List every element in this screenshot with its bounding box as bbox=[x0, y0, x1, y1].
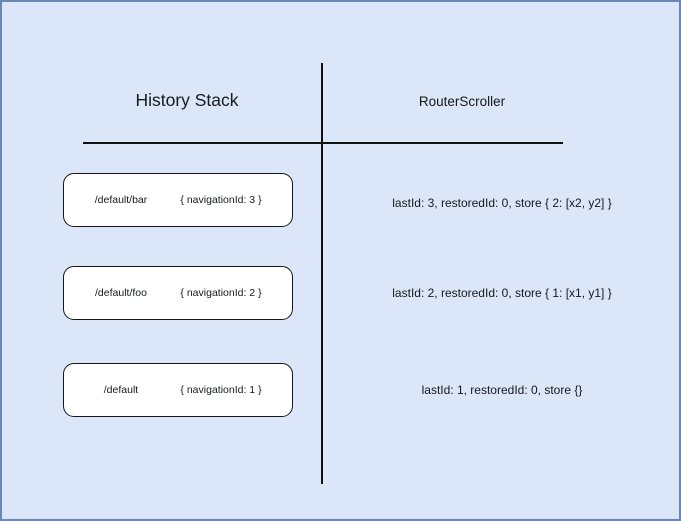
column-divider bbox=[321, 63, 323, 484]
history-stack-entry: /default { navigationId: 1 } bbox=[63, 363, 293, 417]
router-scroller-state: lastId: 3, restoredId: 0, store { 2: [x2… bbox=[392, 196, 612, 210]
router-scroller-heading: RouterScroller bbox=[418, 94, 506, 109]
history-stack-route: /default bbox=[103, 384, 139, 396]
history-stack-route: /default/bar bbox=[94, 194, 148, 206]
router-scroller-state: lastId: 2, restoredId: 0, store { 1: [x1… bbox=[392, 286, 612, 300]
header-underline bbox=[83, 142, 563, 144]
history-stack-entry-content: /default { navigationId: 1 } bbox=[64, 384, 292, 396]
history-stack-heading: History Stack bbox=[135, 90, 239, 110]
history-stack-entry: /default/bar { navigationId: 3 } bbox=[63, 173, 293, 227]
history-stack-navigation-id: { navigationId: 2 } bbox=[180, 287, 262, 299]
history-stack-navigation-id: { navigationId: 1 } bbox=[180, 384, 262, 396]
history-stack-navigation-id: { navigationId: 3 } bbox=[180, 194, 262, 206]
history-stack-route: /default/foo bbox=[95, 287, 147, 299]
router-scroller-state: lastId: 1, restoredId: 0, store {} bbox=[421, 383, 583, 397]
history-stack-entry-content: /default/bar { navigationId: 3 } bbox=[64, 194, 292, 206]
history-stack-entry-content: /default/foo { navigationId: 2 } bbox=[64, 287, 292, 299]
history-stack-entry: /default/foo { navigationId: 2 } bbox=[63, 266, 293, 320]
